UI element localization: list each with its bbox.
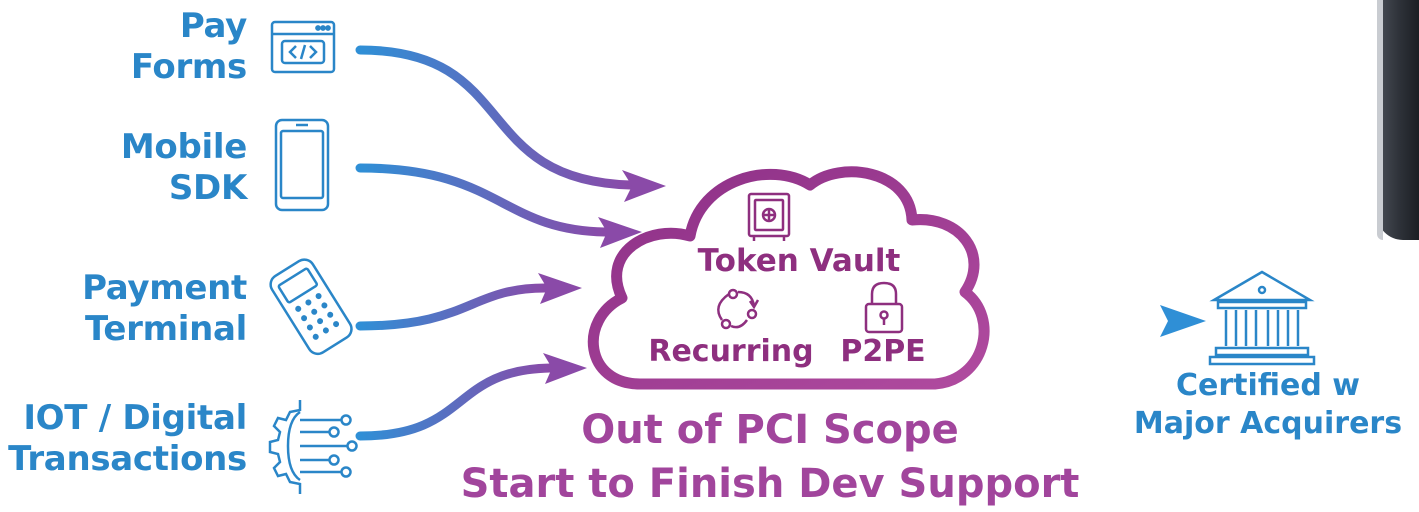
label-iot-digital: IOT / Digital Transactions xyxy=(8,398,247,480)
security-cloud xyxy=(587,166,990,390)
caption-dev-support: Start to Finish Dev Support xyxy=(460,461,1080,507)
label-line: Certified w xyxy=(1176,368,1360,403)
arrow-to-acquirers xyxy=(1015,305,1206,337)
label-payment-terminal: Payment Terminal xyxy=(82,268,247,350)
label-line: Pay xyxy=(179,6,247,46)
label-line: Forms xyxy=(130,47,247,87)
caption-out-of-scope: Out of PCI Scope xyxy=(581,407,959,453)
label-line: Mobile xyxy=(120,127,247,167)
label-line: Major Acquirers xyxy=(1133,406,1403,441)
label-line: Terminal xyxy=(85,309,247,349)
label-line: SDK xyxy=(168,168,247,208)
circuit-gear-icon xyxy=(268,400,358,494)
label-line: Payment xyxy=(82,268,247,308)
label-certified-acquirers: Certified w Major Acquirers xyxy=(1118,367,1418,443)
card-terminal-icon xyxy=(269,258,353,356)
token-vault-label: Token Vault xyxy=(697,243,901,279)
label-pay-forms: Pay Forms xyxy=(131,6,247,88)
recurring-label: Recurring xyxy=(648,334,814,369)
smartphone-icon xyxy=(274,118,330,212)
device-edge-image xyxy=(1377,0,1419,240)
safe-icon xyxy=(747,192,791,241)
arrow-mobile-sdk xyxy=(355,163,642,248)
p2pe-label: P2PE xyxy=(840,334,926,369)
arrow-payment-terminal xyxy=(355,273,582,331)
lock-icon xyxy=(864,281,904,334)
code-window-icon xyxy=(270,20,336,74)
label-mobile-sdk: Mobile SDK xyxy=(121,127,247,209)
label-line: IOT / Digital xyxy=(23,398,247,438)
recurring-cycle-icon xyxy=(717,288,760,330)
arrow-pay-forms xyxy=(355,45,666,202)
bank-icon xyxy=(1208,270,1316,366)
arrow-iot-digital xyxy=(355,353,587,441)
label-line: Transactions xyxy=(8,439,247,479)
